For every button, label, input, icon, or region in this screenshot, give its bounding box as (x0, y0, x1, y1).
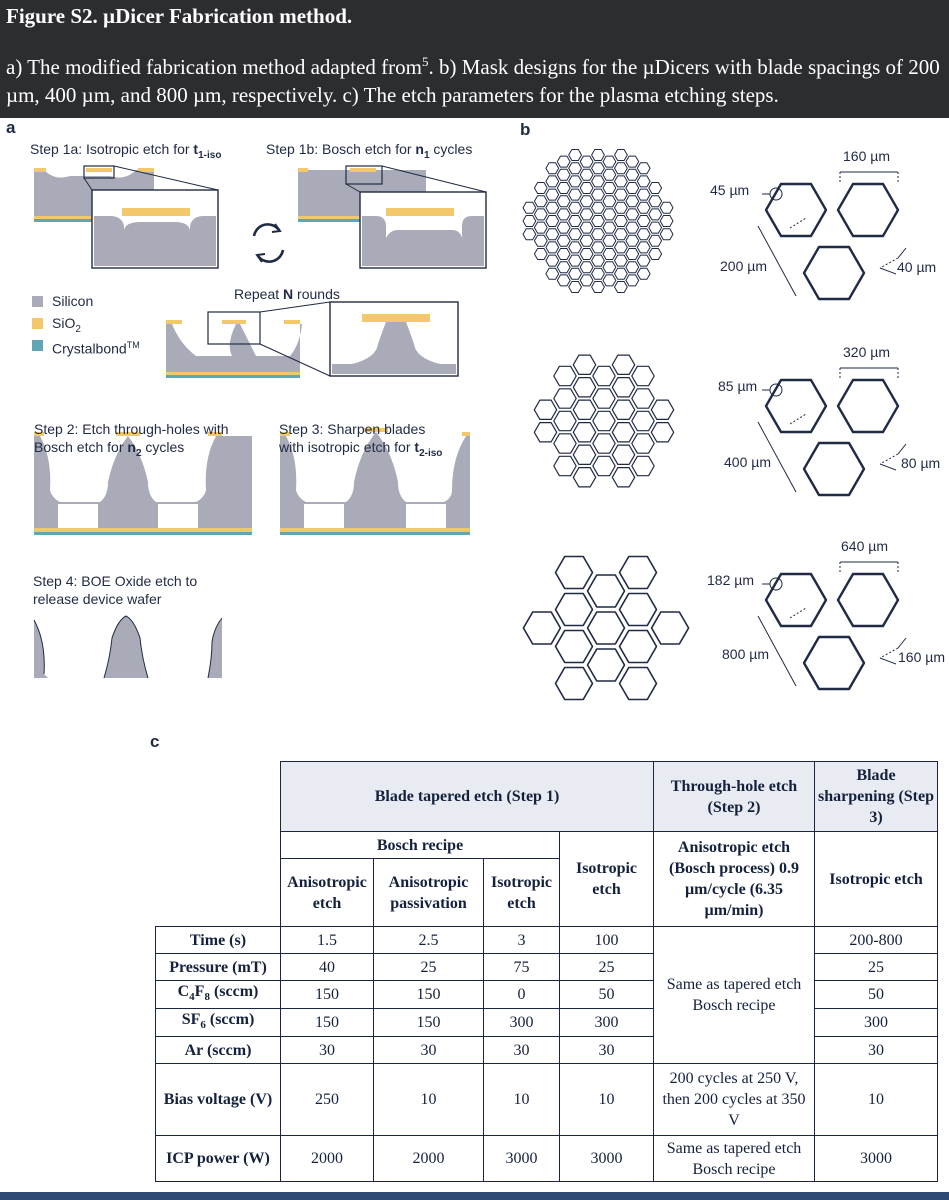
step3-description: Isotropic etch (814, 831, 938, 927)
step2-wafer (34, 432, 252, 535)
step4-wafer (33, 615, 223, 678)
design2-spacing-label: 400 µm (724, 454, 771, 470)
step2-description: Anisotropic etch (Bosch process) 0.9 µm/… (653, 831, 815, 927)
mask-detail-400um (757, 367, 907, 497)
mask-detail-800um (757, 561, 907, 691)
mask-array-400um (533, 354, 675, 488)
fabrication-diagram (33, 164, 487, 678)
step2-bias: 200 cycles at 250 V, then 200 cycles at … (653, 1063, 815, 1137)
mask-designs (522, 149, 907, 701)
header-isotropic-etch: Isotropic etch (559, 831, 654, 927)
table-row: SF6 (sccm) 150 150 300 300 300 (155, 1008, 938, 1038)
figure-panel: a b c (0, 118, 949, 1192)
cycle-arrows-icon (252, 223, 285, 263)
design3-spacing-label: 800 µm (722, 646, 769, 662)
table-row: Bias voltage (V) 250 10 10 10 200 cycles… (155, 1063, 938, 1137)
crystalbond-swatch (32, 340, 43, 351)
etch-parameters-table: Blade tapered etch (Step 1) Through-hole… (155, 761, 938, 1183)
design2-hole-label: 85 µm (718, 378, 758, 394)
table-row: ICP power (W) 2000 2000 3000 3000 Same a… (155, 1135, 938, 1183)
header-through-hole: Through-hole etch (Step 2) (653, 761, 815, 832)
step2-icp: Same as tapered etch Bosch recipe (653, 1135, 815, 1183)
step2-same-as-tapered: Same as tapered etch Bosch recipe (653, 925, 815, 1065)
design3-hole-label: 182 µm (707, 572, 754, 588)
mask-detail-200um (757, 171, 907, 301)
panel-c-label: c (150, 732, 160, 751)
table-row: Pressure (mT) 40 25 75 25 25 (155, 953, 938, 981)
design2-wall-label: 80 µm (901, 455, 941, 471)
figure-title: Figure S2. µDicer Fabrication method. (6, 4, 353, 28)
step3-label: Step 3: Sharpen blades with isotropic et… (279, 421, 443, 459)
design3-wall-label: 160 µm (898, 649, 945, 665)
header-isotropic-sub: Isotropic etch (483, 858, 560, 927)
step3-wafer (280, 428, 470, 535)
sio2-swatch (32, 318, 43, 329)
row-c4f8-label: C4F8 (sccm) (155, 979, 281, 1010)
repeat-wafer (166, 301, 459, 378)
step1a-label: Step 1a: Isotropic etch for t1-iso (30, 141, 222, 161)
repeat-label: Repeat N rounds (234, 286, 340, 302)
table-row: Time (s) 1.5 2.5 3 100 Same as tapered e… (155, 925, 938, 1065)
step1b-wafer (298, 165, 487, 269)
bottom-bar (0, 1192, 949, 1200)
silicon-swatch (32, 296, 43, 307)
figure-caption: a) The modified fabrication method adapt… (6, 54, 940, 107)
panel-a-label: a (6, 118, 16, 137)
table-row: C4F8 (sccm) 150 150 0 50 50 (155, 979, 938, 1010)
step4-label: Step 4: BOE Oxide etch to release device… (33, 573, 198, 607)
step2-label: Step 2: Etch through-holes with Bosch et… (34, 421, 229, 459)
header-bosch-recipe: Bosch recipe (280, 831, 560, 859)
panel-b-label: b (520, 120, 531, 139)
step1a-wafer (34, 164, 219, 269)
row-sf6-label: SF6 (sccm) (155, 1008, 281, 1038)
step1b-label: Step 1b: Bosch etch for n1 cycles (266, 141, 473, 161)
design1-wall-label: 40 µm (897, 259, 937, 275)
design3-width-label: 640 µm (841, 538, 888, 554)
header-blade-tapered: Blade tapered etch (Step 1) (280, 761, 654, 832)
mask-array-200um (522, 149, 674, 293)
header-anisotropic-passivation: Anisotropic passivation (373, 858, 484, 927)
design1-spacing-label: 200 µm (720, 258, 767, 274)
design1-width-label: 160 µm (843, 148, 890, 164)
design2-width-label: 320 µm (843, 344, 890, 360)
table-row: Ar (sccm) 30 30 30 30 30 (155, 1036, 938, 1065)
figure-header: Figure S2. µDicer Fabrication method. a)… (0, 0, 949, 118)
header-anisotropic-etch: Anisotropic etch (280, 858, 374, 927)
mask-array-800um (522, 555, 690, 701)
header-blade-sharpening: Blade sharpening (Step 3) (814, 761, 938, 832)
design1-hole-label: 45 µm (710, 182, 750, 198)
